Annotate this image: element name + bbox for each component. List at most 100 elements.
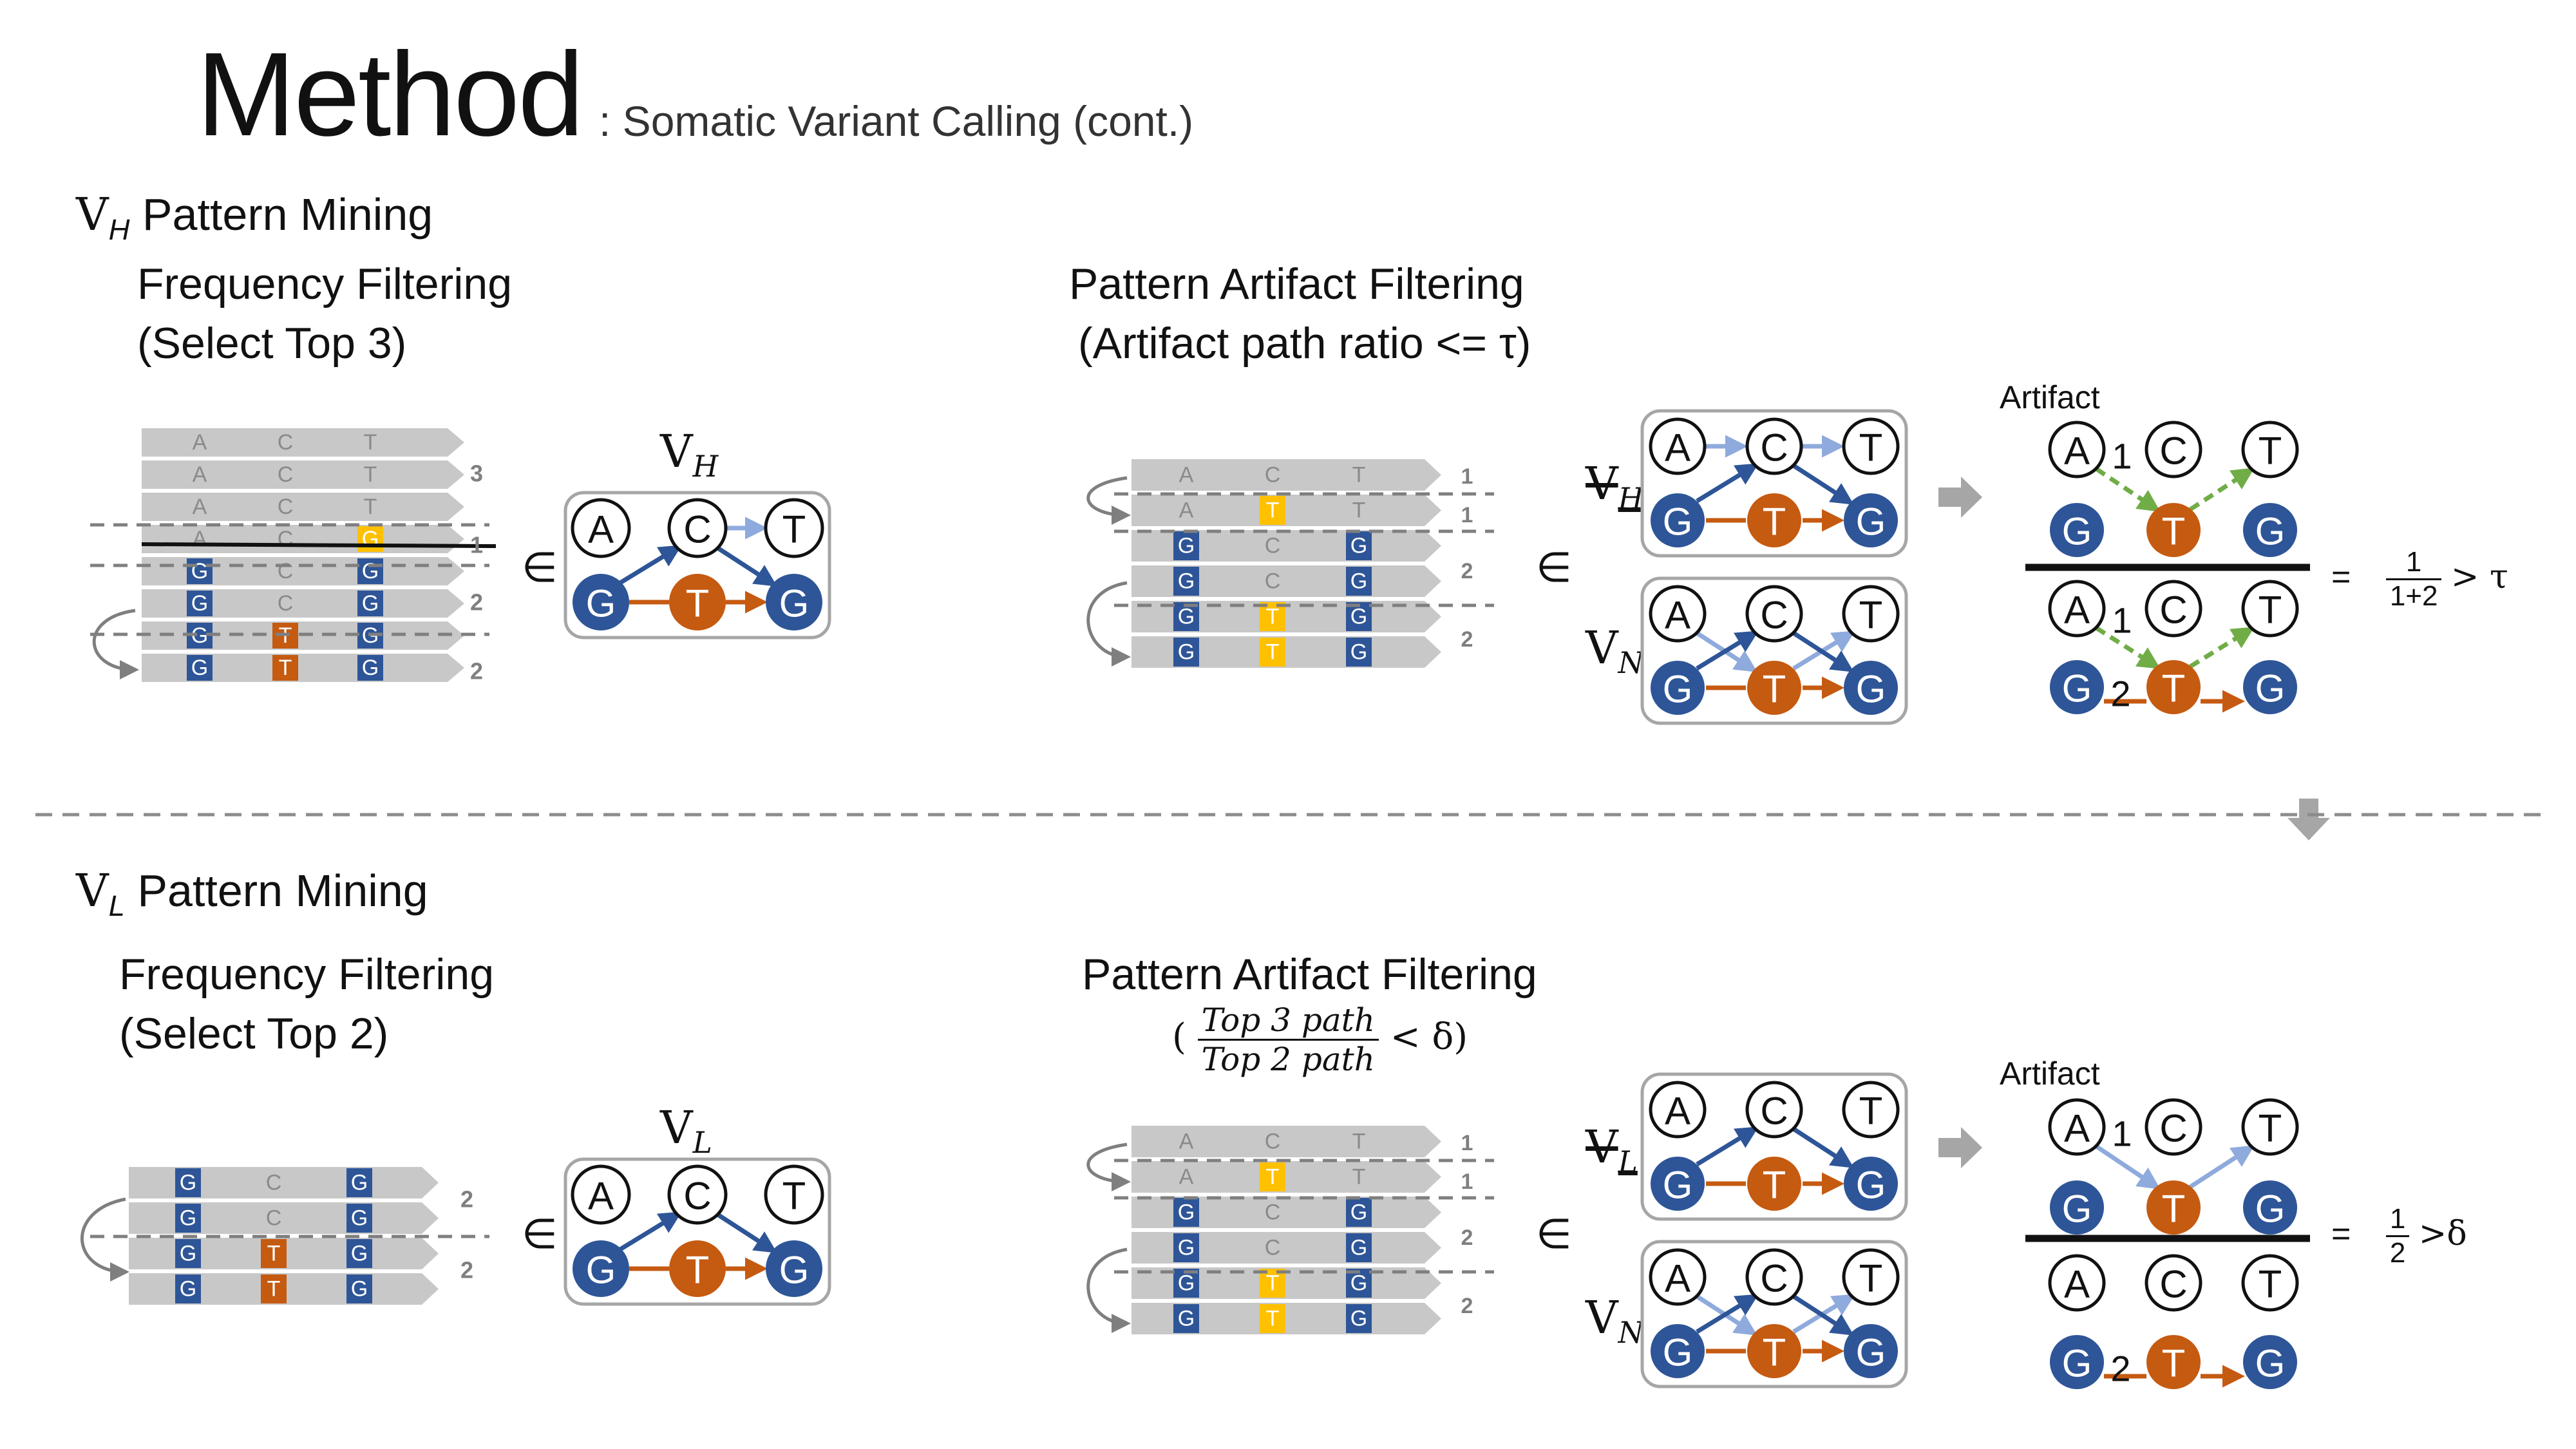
loop-arrow (1086, 1247, 1131, 1333)
node-label: G (1663, 668, 1693, 711)
node-t (1842, 1248, 1900, 1306)
base-letter: G (362, 656, 379, 680)
base-box (357, 558, 383, 584)
base-box (1346, 1198, 1372, 1227)
node-t (1747, 661, 1801, 715)
base-letter: T (1266, 605, 1280, 629)
loop-arrow (1086, 1142, 1131, 1191)
node-label: T (2259, 1107, 2282, 1150)
count-label: 2 (460, 1257, 473, 1283)
node-label: G (2062, 510, 2092, 553)
node-g (1651, 493, 1705, 547)
count-label: 1 (1461, 503, 1473, 527)
base-box (1173, 531, 1199, 560)
count-label: 2 (1461, 627, 1473, 652)
vl-artifact-label: Artifact (2000, 1056, 2100, 1092)
base-letter: G (362, 527, 379, 551)
node-t (2146, 660, 2201, 714)
base-letter: G (351, 1206, 368, 1231)
base-letter: G (1178, 605, 1195, 629)
base-letter: G (1350, 1271, 1367, 1296)
base-letter: G (191, 591, 208, 616)
node-t (1842, 1081, 1900, 1139)
base-letter: C (278, 462, 294, 487)
node-label: G (1663, 500, 1693, 544)
process-arrow (1938, 1127, 1982, 1168)
base-letter: G (351, 1171, 368, 1195)
node-label: A (1665, 1257, 1690, 1300)
node-t (1747, 493, 1801, 547)
read-bar (142, 557, 464, 585)
base-letter: C (278, 430, 294, 455)
node-g (1651, 1324, 1705, 1378)
base-letter: G (180, 1171, 196, 1195)
base-letter: G (191, 656, 208, 680)
base-letter: C (1265, 463, 1281, 488)
node-c (667, 1164, 728, 1225)
base-letter: G (180, 1277, 196, 1302)
node-label: G (779, 1249, 810, 1292)
edge-g-c (619, 1211, 682, 1251)
edge-a-t (2095, 467, 2161, 512)
node-label: G (2062, 1342, 2092, 1385)
vl-section-title: VL Pattern Mining (76, 864, 428, 922)
node-label: C (1760, 1090, 1788, 1133)
base-box (346, 1168, 372, 1197)
node-label: A (1665, 426, 1690, 469)
node-label: G (2255, 1188, 2286, 1231)
node-a (1649, 417, 1707, 475)
base-box (175, 1239, 201, 1268)
vl-artifact-member-symbol: ∈ (1536, 1211, 1572, 1258)
base-box (1346, 638, 1372, 667)
edge-a-t (2095, 1144, 2161, 1189)
node-g (766, 1240, 822, 1297)
node-c (1745, 585, 1803, 643)
node-label: C (683, 508, 711, 551)
base-box (175, 1274, 201, 1303)
vh-artifact-label: Artifact (2000, 379, 2100, 415)
base-letter: T (364, 430, 377, 455)
base-letter: T (364, 462, 377, 487)
node-t (1842, 417, 1900, 475)
node-label: A (1665, 1090, 1690, 1133)
node-t (2241, 1254, 2299, 1312)
base-letter: G (1178, 1271, 1195, 1296)
read-bar (142, 460, 464, 489)
read-bar (1132, 1126, 1441, 1157)
base-letter: G (1350, 569, 1367, 594)
count-label: 1 (470, 532, 483, 558)
base-letter: A (193, 462, 207, 487)
node-label: C (2159, 1107, 2187, 1150)
node-label: G (1663, 1164, 1693, 1207)
node-label: C (1760, 426, 1788, 469)
base-letter: C (278, 495, 294, 519)
node-t (1842, 585, 1900, 643)
base-letter: T (1352, 463, 1366, 488)
node-label: T (2162, 1188, 2186, 1231)
count-label: 2 (1461, 559, 1473, 583)
base-box (1173, 1233, 1199, 1262)
base-box (1173, 567, 1199, 596)
base-letter: T (279, 656, 292, 680)
node-label: G (2255, 1342, 2286, 1385)
base-letter: A (1179, 1130, 1194, 1154)
count-label: 2 (460, 1186, 473, 1213)
base-letter: C (1265, 534, 1281, 558)
node-label: T (1859, 1257, 1883, 1300)
base-letter: G (191, 559, 208, 583)
vh-artifact-graph1-label: VH (1586, 457, 1644, 516)
base-letter: T (1352, 1130, 1366, 1154)
base-letter: G (1178, 1307, 1195, 1331)
edge-t-t (2189, 1145, 2255, 1189)
base-box (175, 1204, 201, 1233)
vl-artifact-graph2-label: VN (1586, 1291, 1644, 1350)
node-label: G (1856, 1164, 1886, 1207)
edge-t-t (2189, 468, 2255, 511)
base-letter: G (180, 1242, 196, 1266)
base-box (357, 591, 383, 616)
node-a (1649, 585, 1707, 643)
node-label: T (782, 508, 806, 551)
base-letter: T (1266, 1307, 1280, 1331)
